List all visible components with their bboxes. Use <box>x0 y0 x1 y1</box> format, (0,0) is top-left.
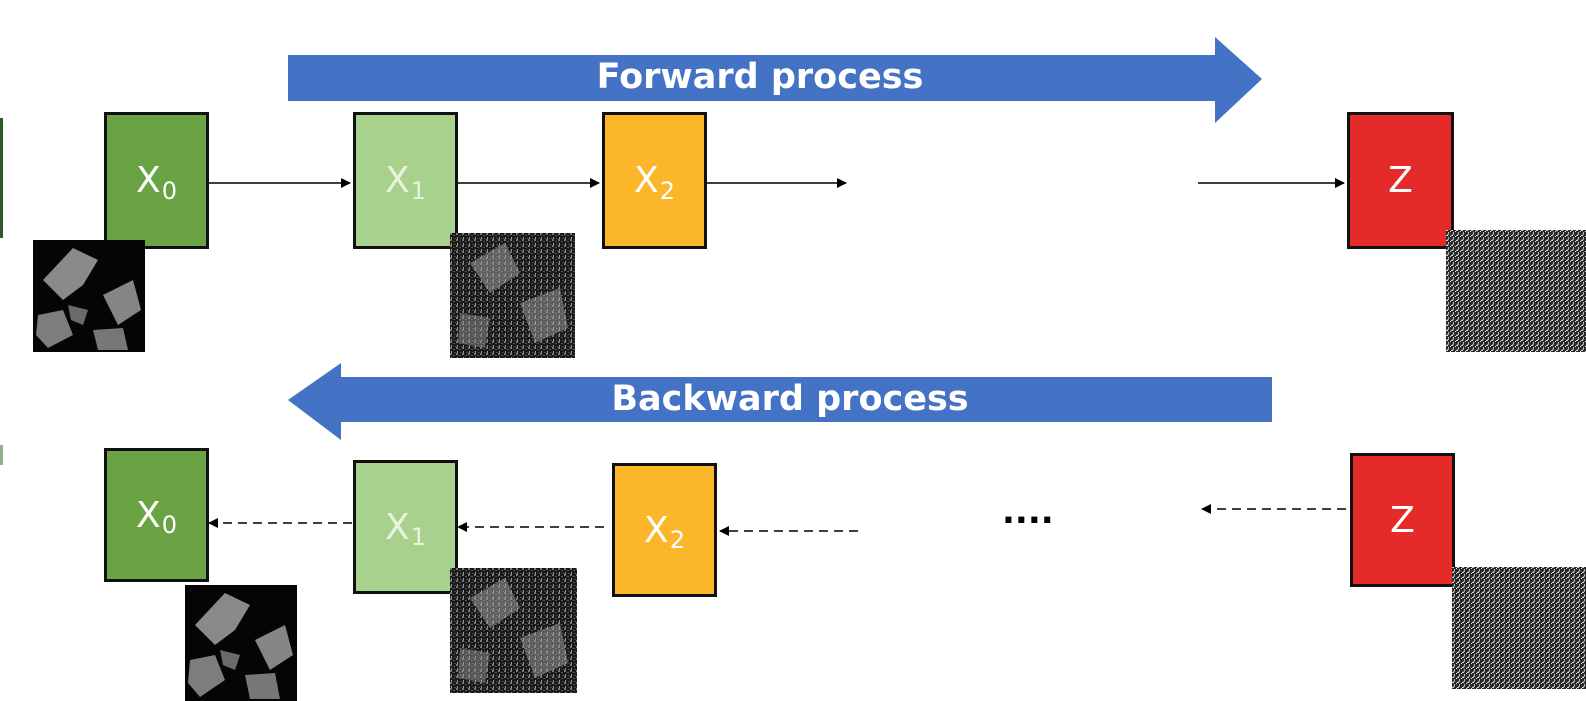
forward-x1-image <box>450 233 575 358</box>
forward-process-title: Forward process <box>596 57 924 97</box>
forward-node-x0-label: X <box>136 160 161 201</box>
forward-x0-image <box>33 240 145 352</box>
backward-z-image <box>1452 567 1586 689</box>
backward-node-x1-label: X <box>385 506 410 548</box>
backward-node-x0-label: X <box>136 494 161 536</box>
forward-node-x1-sub: 1 <box>410 176 426 205</box>
forward-node-x0-sub: 0 <box>161 176 177 205</box>
edge-strip-top <box>0 118 3 238</box>
backward-node-z-label: Z <box>1390 499 1415 541</box>
backward-arrow-shape <box>288 363 1272 440</box>
backward-node-x2-label: X <box>644 509 669 551</box>
forward-process-arrow <box>288 37 1262 123</box>
backward-x1-image <box>450 568 577 693</box>
forward-z-image <box>1446 230 1586 352</box>
backward-x0-image <box>185 585 297 701</box>
forward-arrow-shape <box>288 37 1262 123</box>
forward-node-x1-label: X <box>385 160 410 201</box>
backward-node-x1-sub: 1 <box>410 523 426 551</box>
forward-node-z-label: Z <box>1388 160 1413 201</box>
backward-node-x0-sub: 0 <box>161 511 177 539</box>
forward-node-x2-sub: 2 <box>659 176 675 205</box>
backward-process-title: Backward process <box>611 379 969 419</box>
edge-strip-bottom <box>0 445 3 465</box>
forward-node-x2-label: X <box>634 160 659 201</box>
backward-node-x2-sub: 2 <box>669 526 685 554</box>
backward-node-z: Z <box>1350 453 1455 587</box>
backward-ellipsis: .... <box>1002 492 1054 532</box>
backward-process-arrow <box>288 363 1272 440</box>
forward-node-z: Z <box>1347 112 1454 249</box>
